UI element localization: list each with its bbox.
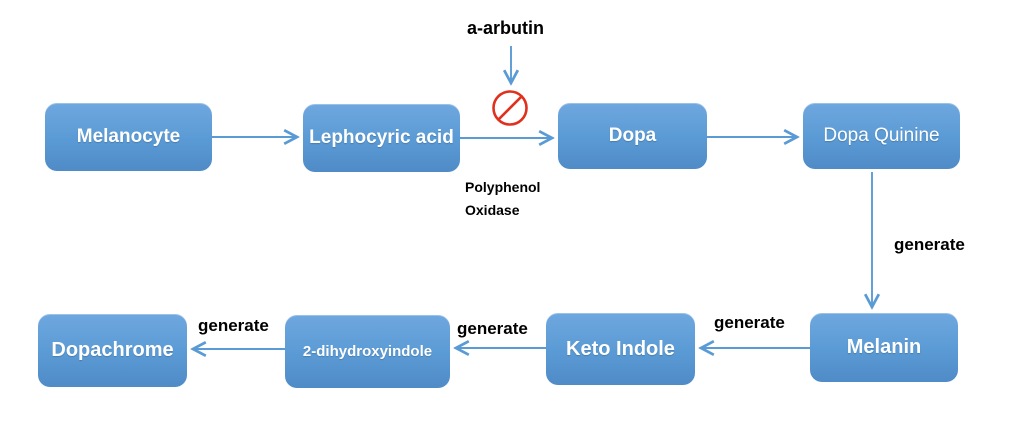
generate-label-melanin-keto: generate [714, 313, 785, 332]
generate-label-dopaquinine-melanin: generate [894, 235, 965, 254]
enzyme-label: Polyphenol Oxidase [465, 176, 575, 222]
node-melanocyte: Melanocyte [45, 103, 212, 171]
node-melanin: Melanin [810, 313, 958, 382]
node-lephocyric-acid: Lephocyric acid [303, 104, 460, 172]
prohibition-icon [492, 90, 528, 126]
node-keto-indole: Keto Indole [546, 313, 695, 385]
generate-label-dihydroxy-dopachrome: generate [198, 316, 269, 335]
node-2-dihydroxyindole: 2-dihydroxyindole [285, 315, 450, 388]
enzyme-label-line2: Oxidase [465, 202, 520, 218]
enzyme-label-line1: Polyphenol [465, 179, 541, 195]
generate-label-keto-dihydroxy: generate [457, 319, 528, 338]
node-dopa: Dopa [558, 103, 707, 169]
inhibitor-label: a-arbutin [467, 18, 545, 38]
node-dopa-quinine: Dopa Quinine [803, 103, 960, 169]
node-dopachrome: Dopachrome [38, 314, 187, 387]
